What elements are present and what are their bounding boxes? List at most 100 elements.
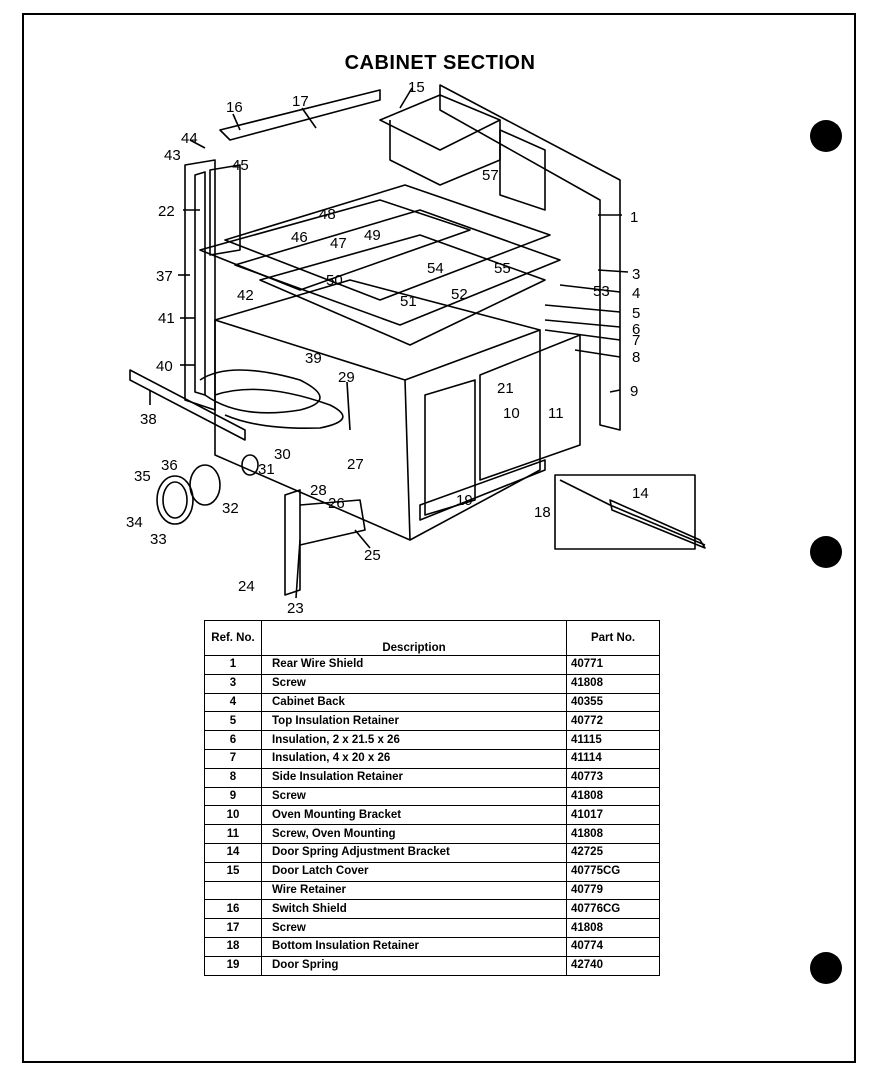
callout-label: 44 — [181, 130, 198, 147]
part-cell: 40771 — [566, 655, 660, 675]
description-cell: Top Insulation Retainer — [261, 711, 567, 732]
callout-label: 24 — [238, 578, 255, 595]
ref-cell: 6 — [204, 730, 262, 750]
callout-label: 40 — [156, 358, 173, 375]
callout-label: 9 — [630, 383, 638, 400]
callout-label: 38 — [140, 411, 157, 428]
callout-label: 42 — [237, 287, 254, 304]
description-cell: Bottom Insulation Retainer — [261, 936, 567, 957]
callout-label: 25 — [364, 547, 381, 564]
part-header: Part No. — [566, 620, 660, 656]
ref-cell: 15 — [204, 861, 262, 882]
ref-cell — [204, 880, 262, 901]
callout-label: 21 — [497, 380, 514, 397]
callout-label: 28 — [310, 482, 327, 499]
ref-cell: 14 — [204, 842, 262, 863]
part-cell: 40773 — [566, 767, 660, 788]
callout-label: 4 — [632, 285, 640, 302]
part-cell: 41808 — [566, 824, 660, 844]
part-cell: 41808 — [566, 786, 660, 807]
description-cell: Oven Mounting Bracket — [261, 805, 567, 826]
description-header: Description — [261, 620, 567, 656]
ref-header: Ref. No. — [204, 620, 262, 656]
callout-label: 36 — [161, 457, 178, 474]
ref-cell: 5 — [204, 711, 262, 732]
description-cell: Screw — [261, 673, 567, 694]
callout-label: 49 — [364, 227, 381, 244]
callout-label: 6 — [632, 321, 640, 338]
description-cell: Switch Shield — [261, 899, 567, 920]
ref-cell: 17 — [204, 918, 262, 938]
callout-label: 17 — [292, 93, 309, 110]
callout-label: 32 — [222, 500, 239, 517]
description-cell: Door Latch Cover — [261, 861, 567, 882]
ref-cell: 4 — [204, 692, 262, 713]
callout-label: 18 — [534, 504, 551, 521]
callout-label: 1 — [630, 209, 638, 226]
callout-label: 35 — [134, 468, 151, 485]
description-cell: Cabinet Back — [261, 692, 567, 713]
part-cell: 41115 — [566, 730, 660, 750]
description-cell: Insulation, 4 x 20 x 26 — [261, 748, 567, 769]
description-cell: Door Spring Adjustment Bracket — [261, 842, 567, 863]
callout-label: 45 — [232, 157, 249, 174]
callout-label: 46 — [291, 229, 308, 246]
callout-label: 50 — [326, 272, 343, 289]
part-cell: 40775CG — [566, 861, 660, 882]
part-cell: 40779 — [566, 880, 660, 901]
ref-cell: 11 — [204, 824, 262, 844]
description-cell: Side Insulation Retainer — [261, 767, 567, 788]
part-cell: 40772 — [566, 711, 660, 732]
callout-label: 51 — [400, 293, 417, 310]
binder-hole-icon — [810, 536, 842, 568]
callout-label: 41 — [158, 310, 175, 327]
callout-label: 37 — [156, 268, 173, 285]
ref-cell: 3 — [204, 673, 262, 694]
callout-label: 39 — [305, 350, 322, 367]
callout-label: 14 — [632, 485, 649, 502]
table-header-row: Ref. No. Description Part No. — [204, 620, 660, 656]
callout-label: 15 — [408, 79, 425, 96]
callout-label: 53 — [593, 283, 610, 300]
description-cell: Screw — [261, 918, 567, 938]
part-cell: 40774 — [566, 936, 660, 957]
callout-label: 19 — [456, 492, 473, 509]
ref-cell: 10 — [204, 805, 262, 826]
ref-cell: 7 — [204, 748, 262, 769]
callout-label: 26 — [328, 495, 345, 512]
part-cell: 41808 — [566, 673, 660, 694]
callout-label: 31 — [258, 461, 275, 478]
callout-label: 11 — [548, 405, 564, 422]
binder-hole-icon — [810, 952, 842, 984]
ref-cell: 18 — [204, 936, 262, 957]
ref-cell: 1 — [204, 655, 262, 675]
part-cell: 40776CG — [566, 899, 660, 920]
callout-label: 34 — [126, 514, 143, 531]
ref-cell: 9 — [204, 786, 262, 807]
ref-cell: 19 — [204, 955, 262, 976]
callout-label: 8 — [632, 349, 640, 366]
callout-label: 16 — [226, 99, 243, 116]
ref-cell: 8 — [204, 767, 262, 788]
part-cell: 41808 — [566, 918, 660, 938]
callout-label: 30 — [274, 446, 291, 463]
callout-label: 27 — [347, 456, 364, 473]
callout-label: 23 — [287, 600, 304, 617]
callout-label: 48 — [319, 206, 336, 223]
callout-label: 47 — [330, 235, 347, 252]
description-cell: Wire Retainer — [261, 880, 567, 901]
callout-label: 55 — [494, 260, 511, 277]
